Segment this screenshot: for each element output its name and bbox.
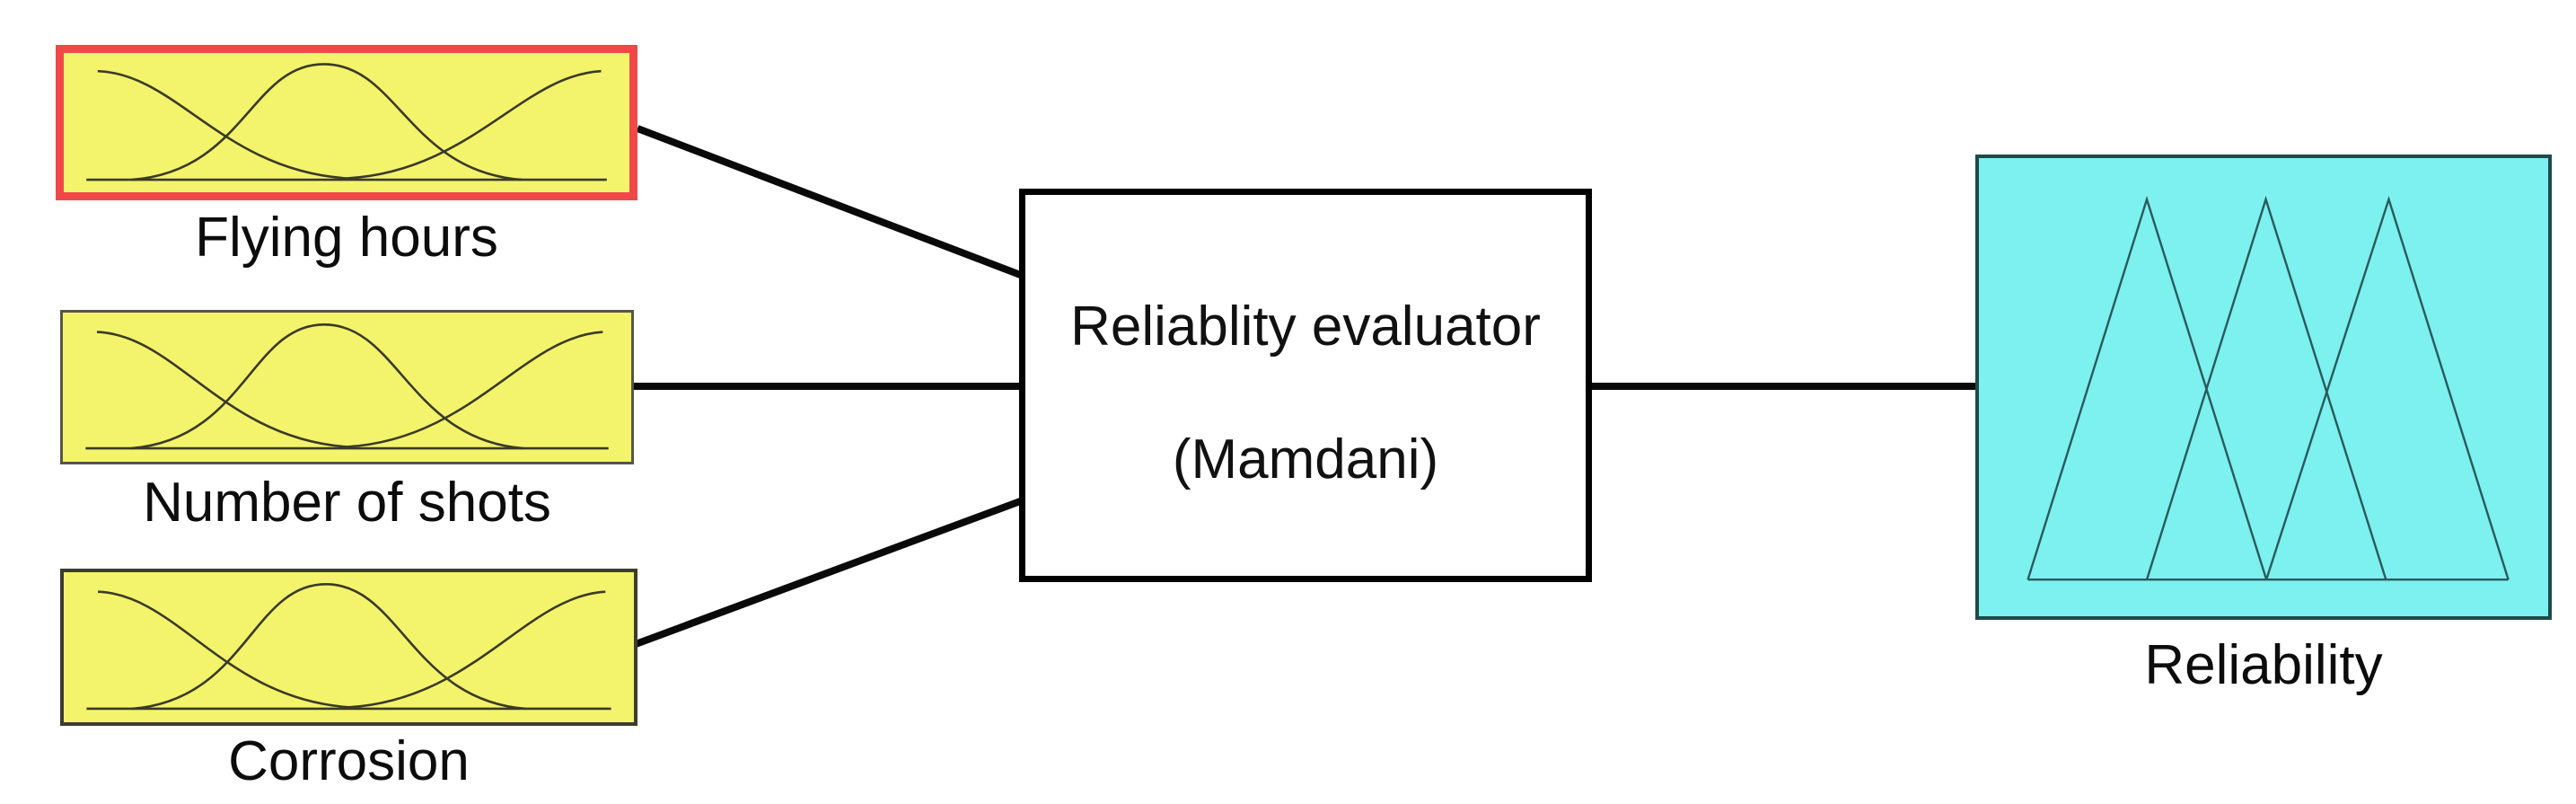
connector-corrosion-to-evaluator bbox=[634, 497, 1024, 648]
evaluator-title: Reliablity evaluator bbox=[1070, 296, 1541, 358]
gaussian-membership-curves-icon bbox=[63, 313, 631, 462]
input-label-corrosion: Corrosion bbox=[228, 730, 470, 792]
input-node-flying-hours bbox=[56, 45, 637, 200]
connector-flying-to-evaluator bbox=[636, 125, 1024, 279]
evaluator-node: Reliablity evaluator (Mamdani) bbox=[1019, 189, 1592, 582]
output-label-reliability: Reliability bbox=[2144, 634, 2383, 696]
evaluator-subtitle: (Mamdani) bbox=[1172, 429, 1439, 490]
input-node-number-of-shots bbox=[60, 310, 634, 464]
triangular-membership-curves-icon bbox=[1979, 158, 2548, 616]
gaussian-membership-curves-icon bbox=[64, 53, 629, 192]
gaussian-membership-curves-icon bbox=[64, 572, 634, 722]
output-node-reliability bbox=[1975, 155, 2552, 620]
input-node-corrosion bbox=[60, 569, 637, 726]
input-label-flying-hours: Flying hours bbox=[195, 207, 498, 269]
input-label-number-of-shots: Number of shots bbox=[143, 472, 551, 534]
